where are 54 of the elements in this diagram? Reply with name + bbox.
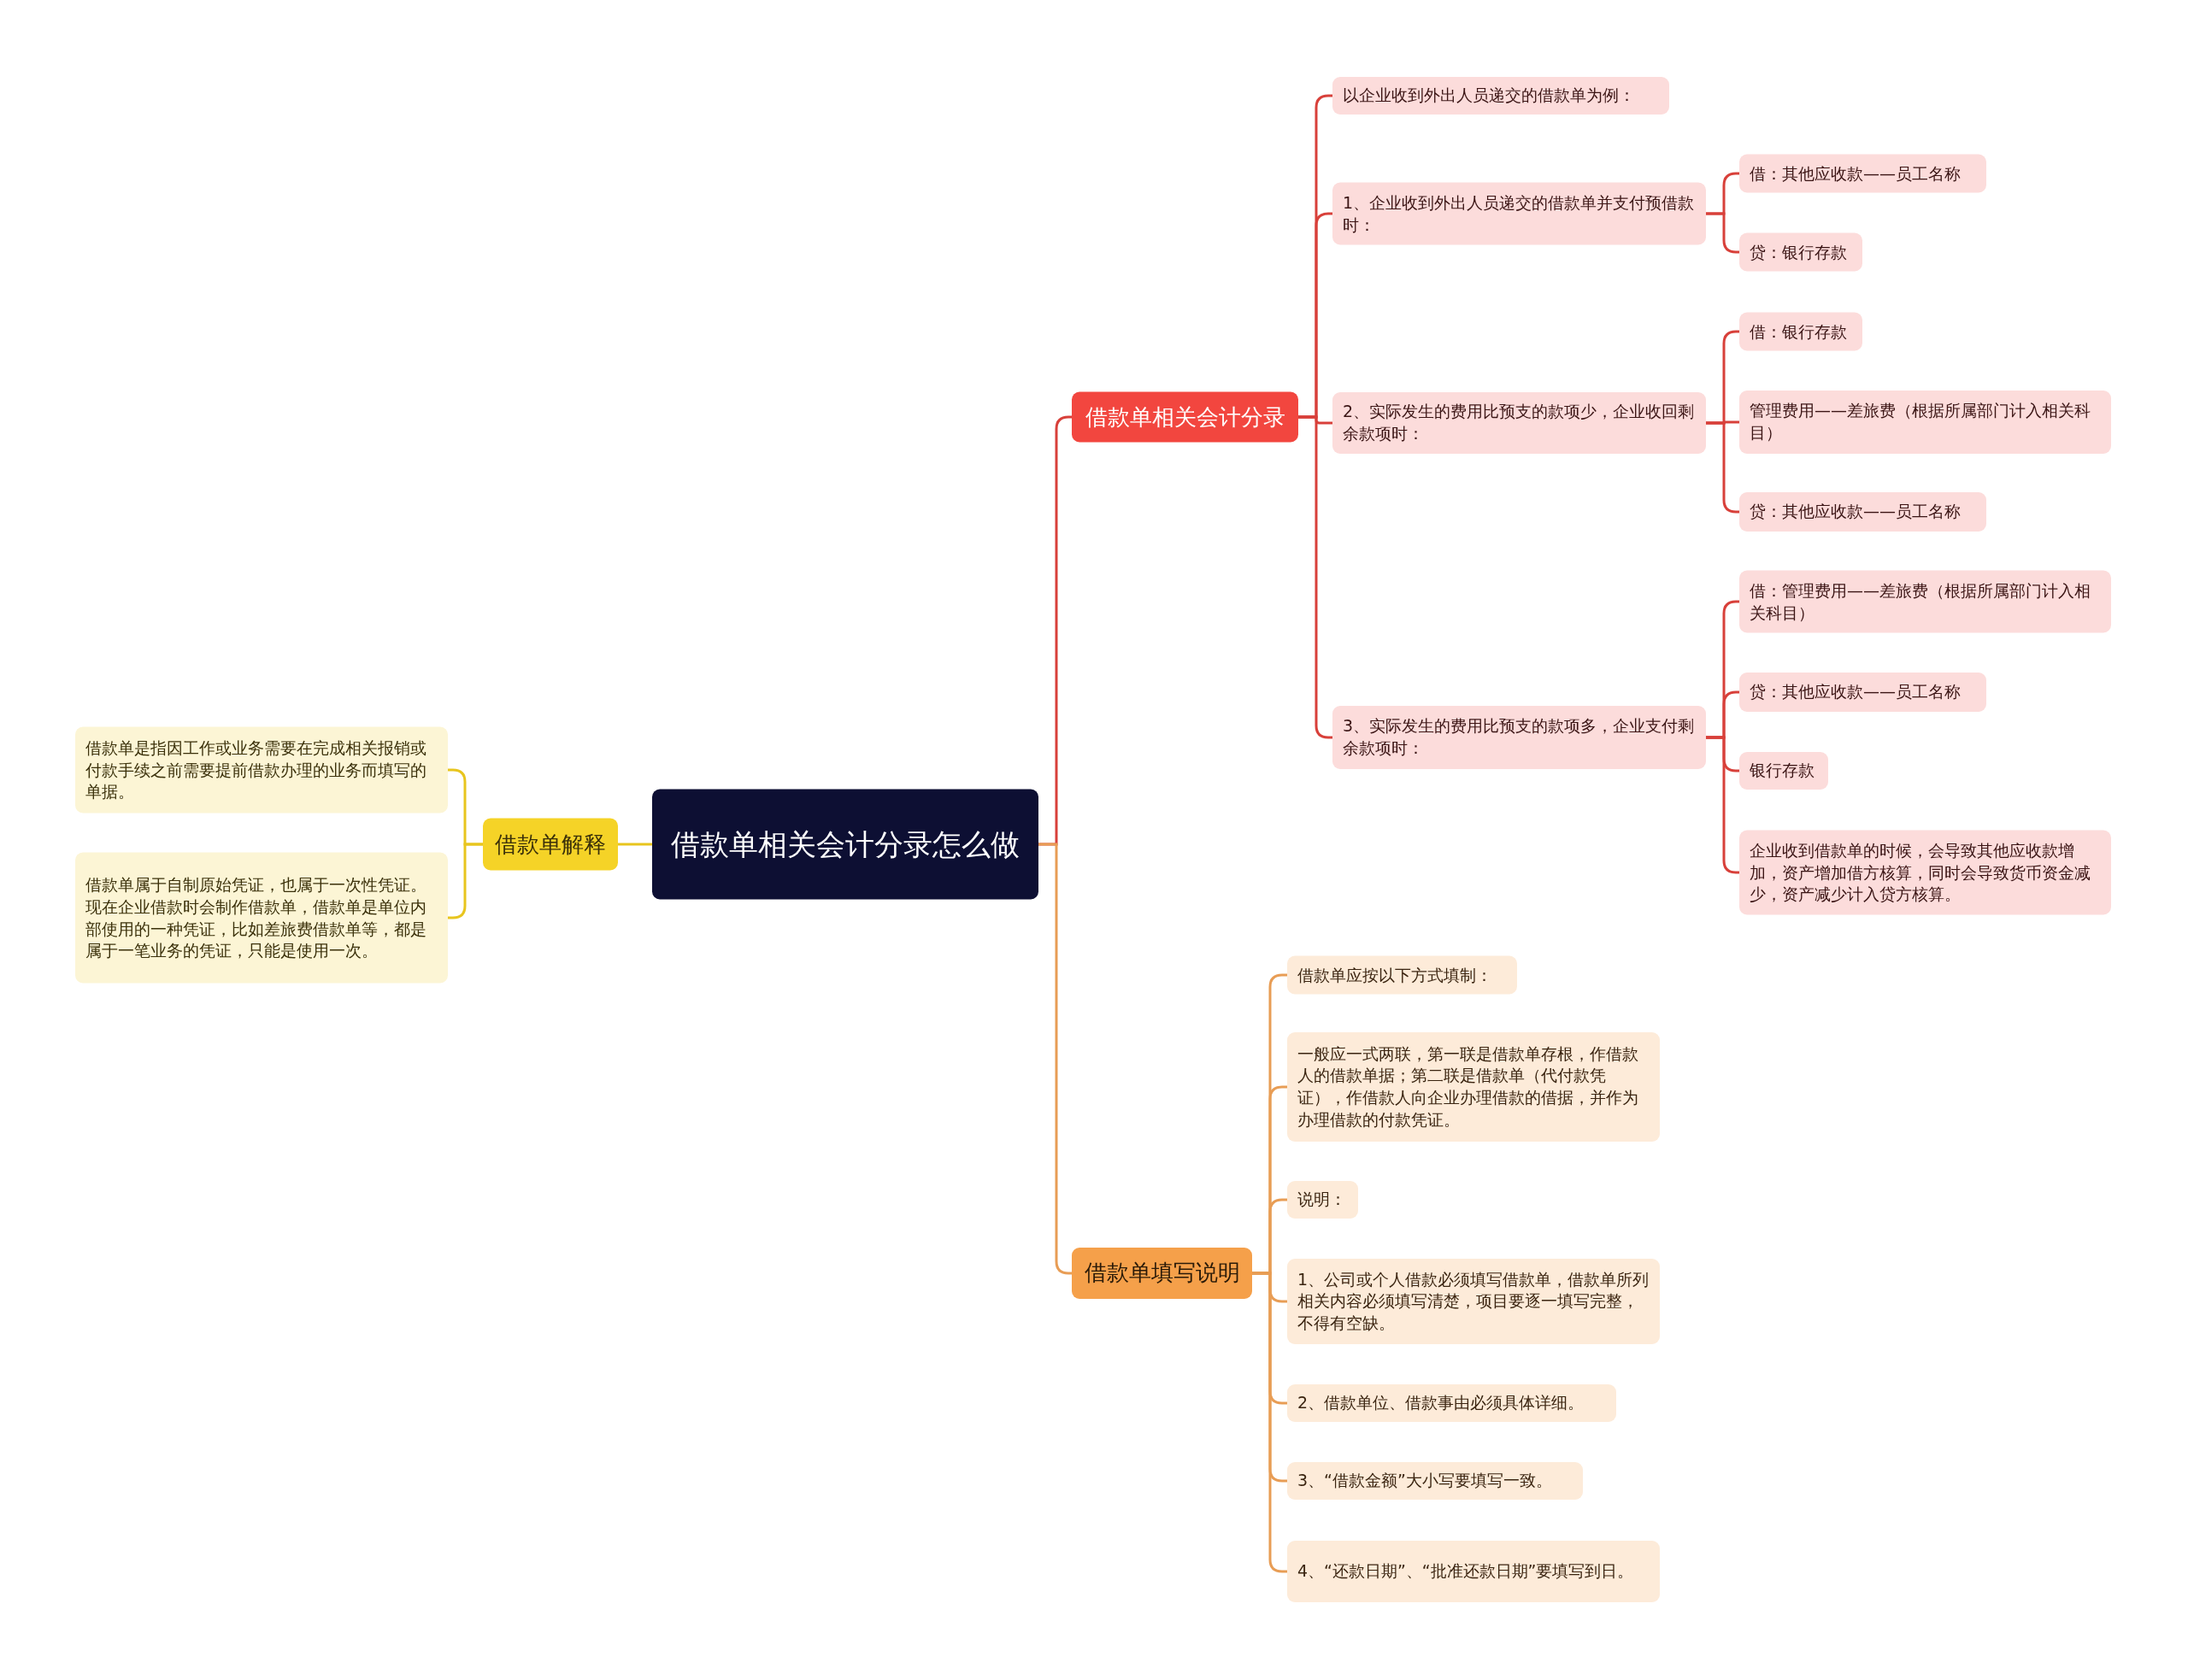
- connector-line: [618, 843, 652, 846]
- subtopic-box: [1739, 232, 1862, 272]
- note-box: [1287, 1541, 1660, 1602]
- topic-text: 2、实际发生的费用比预支的款项少，企业收回剩余款项时：: [1343, 401, 1696, 444]
- subtopic-box: [1332, 182, 1706, 245]
- note-box: [75, 726, 448, 814]
- topic-text: 贷：其他应收款——员工名称: [1750, 501, 1962, 523]
- subtopic-box: [1739, 570, 2111, 633]
- note-box: [1287, 1259, 1660, 1344]
- topic-text: 借款单应按以下方式填制：: [1297, 964, 1493, 986]
- subtopic-box: [1332, 392, 1706, 454]
- topic-text: 借款单相关会计分录怎么做: [670, 825, 1020, 863]
- topic-text: 借：管理费用——差旅费（根据所属部门计入相关科目）: [1750, 579, 2091, 624]
- subtopic-box: [1739, 492, 1986, 532]
- subtopic-box: [1332, 77, 1669, 115]
- note-box: [1287, 1181, 1358, 1219]
- note-box: [1287, 955, 1517, 995]
- subtopic-box: [1739, 673, 1986, 712]
- subtopic-box: [1739, 312, 1862, 351]
- topic-text: 借款单填写说明: [1083, 1259, 1241, 1288]
- subtopic-box: [1739, 391, 2111, 454]
- topic-text: 说明：: [1297, 1189, 1347, 1211]
- topic-text: 借款单是指因工作或业务需要在完成相关报销或付款手续之前需要提前借款办理的业务而填写的单据。: [85, 737, 427, 802]
- topic-text: 借：其他应收款——员工名称: [1750, 162, 1962, 185]
- topic-text: 4、“还款日期”、“批准还款日期”要填写到日。: [1297, 1560, 1635, 1583]
- note-box: [1287, 1032, 1660, 1142]
- topic-text: 借款单相关会计分录: [1084, 402, 1286, 432]
- topic-text: 3、实际发生的费用比预支的款项多，企业支付剩余款项时：: [1343, 715, 1696, 759]
- subtopic-box: [1739, 752, 1828, 790]
- subtopic-box: [1739, 830, 2111, 915]
- topic-text: 借款单解释: [494, 830, 607, 859]
- branch-topic-box: [1072, 1248, 1252, 1299]
- connector-line: [1706, 212, 1739, 254]
- topic-text: 借：银行存款: [1750, 320, 1848, 343]
- topic-text: 企业收到借款单的时候，会导致其他应收款增加，资产增加借方核算，同时会导致货币资金减少，资产减少计入贷方核算。: [1750, 839, 2091, 905]
- subtopic-box: [1739, 154, 1986, 193]
- topic-text: 1、企业收到外出人员递交的借款单并支付预借款时：: [1343, 191, 1696, 235]
- note-box: [1287, 1384, 1616, 1422]
- topic-text: 管理费用——差旅费（根据所属部门计入相关科目）: [1750, 400, 2091, 443]
- central-topic-box: [652, 789, 1038, 900]
- note-box: [75, 852, 448, 984]
- topic-text: 一般应一式两联，第一联是借款单存根，作借款人的借款单据；第二联是借款单（代付款凭证），作借款人向企业办理借款的借据，并作为办理借款的付款凭证。: [1297, 1043, 1639, 1131]
- subtopic-box: [1332, 706, 1706, 769]
- topic-text: 借款单属于自制原始凭证，也属于一次性凭证。现在企业借款时会制作借款单，借款单是单位内部使用的一种凭证，比如差旅费借款单等，都是属于一笔业务的凭证，只能是使用一次。: [85, 873, 427, 961]
- topic-text: 3、“借款金额”大小写要填写一致。: [1297, 1470, 1553, 1492]
- topic-text: 2、借款单位、借款事由必须具体详细。: [1297, 1392, 1585, 1414]
- topic-text: 贷：其他应收款——员工名称: [1750, 681, 1962, 703]
- topic-text: 1、公司或个人借款必须填写借款单，借款单所列相关内容必须填写清楚，项目要逐一填写完整，不得有空缺。: [1297, 1268, 1650, 1334]
- topic-text: 银行存款: [1750, 760, 1815, 782]
- branch-topic-box: [483, 818, 618, 871]
- topic-text: 以企业收到外出人员递交的借款单为例：: [1343, 85, 1636, 107]
- note-box: [1287, 1462, 1583, 1500]
- topic-text: 贷：银行存款: [1750, 241, 1848, 263]
- branch-topic-box: [1072, 391, 1298, 443]
